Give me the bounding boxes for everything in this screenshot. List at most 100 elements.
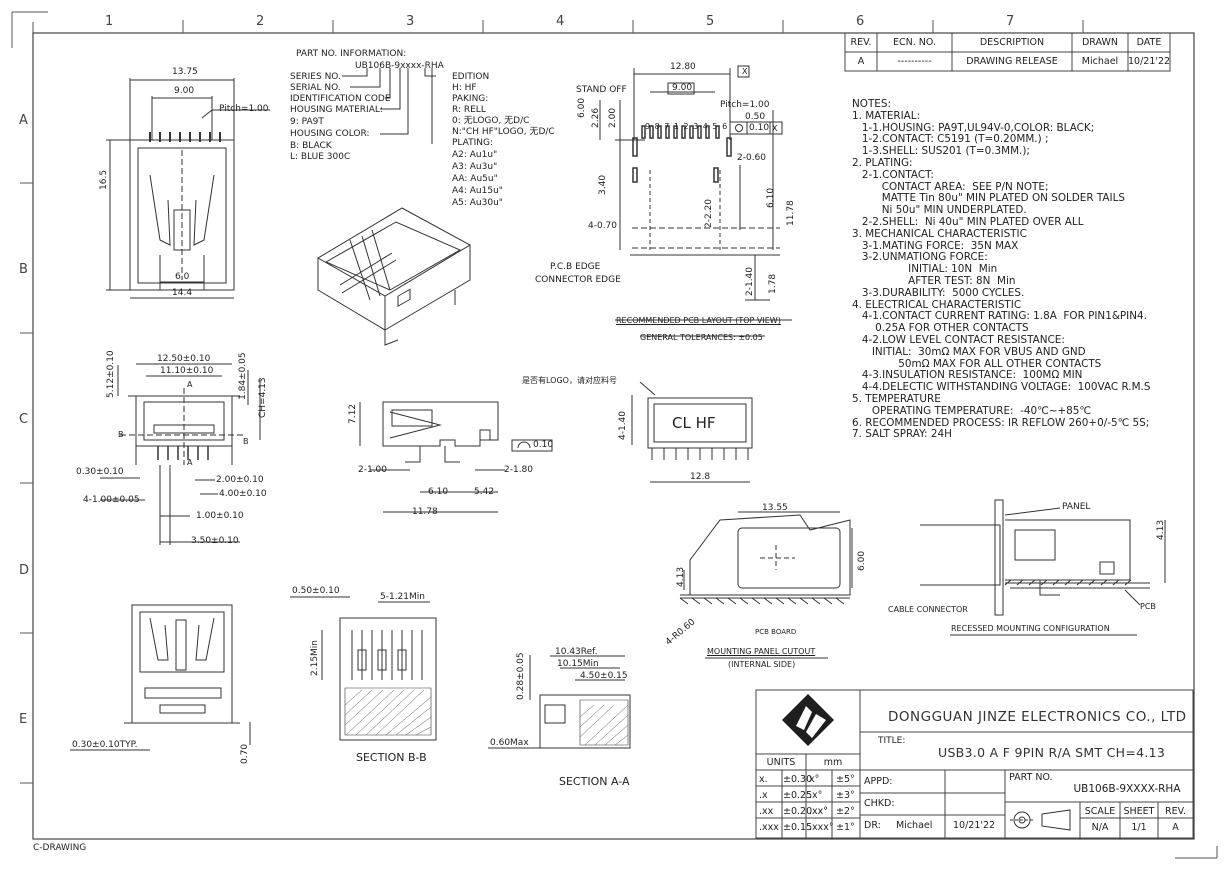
panel-cutout-drawing <box>679 511 853 659</box>
section-aa-drawing <box>488 655 631 749</box>
tol-row-0-b: ±0.30 <box>783 774 813 785</box>
side-dim-2-100: 2-1.00 <box>358 465 388 475</box>
part-info-left-7: L: BLUE 300C <box>290 152 351 162</box>
scale-label: SCALE <box>1084 806 1116 817</box>
part-info-right-5: N:"CH HF"LOGO, 无D/C <box>452 127 555 137</box>
section-aa-dim-1043: 10.43Ref. <box>555 647 598 657</box>
rev-header-ecn: ECN. NO. <box>892 37 936 48</box>
rev-value-drawn: Michael <box>1081 56 1119 67</box>
pcb-dim-2-140: 2-1.40 <box>745 266 755 296</box>
top-view-width-14: 14.4 <box>172 288 193 298</box>
logo-dim-140: 4-1.40 <box>618 410 628 440</box>
pcb-general-tolerance: GENERAL TOLERANCES: ±0.05 <box>640 333 763 342</box>
part-info-left-2: IDENTIFICATION CODE <box>290 94 391 104</box>
pcb-stand-off: STAND OFF <box>576 85 627 95</box>
column-label-1: 1 <box>105 14 114 29</box>
front-dim-350: 3.50±0.10 <box>191 536 239 546</box>
note-line: 4-2.LOW LEVEL CONTACT RESISTANCE: <box>852 333 1065 346</box>
side-flatness: 0.10 <box>533 440 554 450</box>
footer-label: C-DRAWING <box>33 843 87 853</box>
front-dim-ch: CH=4.13 <box>258 377 268 418</box>
units-value: mm <box>823 757 843 768</box>
part-info-left-3: HOUSING MATERIAL: <box>290 105 383 115</box>
section-aa-dim-060: 0.60Max <box>490 738 529 748</box>
tol-row-0-c: x° <box>809 774 820 785</box>
section-bb-dim-050: 0.50±0.10 <box>292 586 340 596</box>
logo-dim-128: 12.8 <box>690 472 711 482</box>
tol-row-1-d: ±3° <box>836 790 855 801</box>
top-view-width-outer: 13.75 <box>172 67 198 77</box>
tol-row-3-c: .xxx° <box>809 822 834 833</box>
note-line: 2-2.SHELL: Ni 40u" MIN PLATED OVER ALL <box>852 215 1084 228</box>
part-info-left-6: B: BLACK <box>290 141 332 151</box>
note-line: 0.25A FOR OTHER CONTACTS <box>852 322 1029 335</box>
tol-row-1-a: .x <box>759 790 768 801</box>
pcb-edge-label: P.C.B EDGE <box>550 262 601 272</box>
part-info-right-4: 0: 无LOGO, 无D/C <box>452 116 530 126</box>
note-line: 4-1.CONTACT CURRENT RATING: 1.8A FOR PIN… <box>852 310 1147 323</box>
part-info-right-0: EDITION <box>452 72 490 82</box>
dr-name: Michael <box>896 820 933 831</box>
note-line: 1-3.SHELL: SUS201 (T=0.3MM.); <box>852 145 1030 158</box>
recessed-mounting-drawing <box>920 499 1166 636</box>
part-info-left-4: 9: PA9T <box>290 117 324 127</box>
part-info-right-1: H: HF <box>452 83 477 93</box>
front-view-drawing <box>100 363 261 545</box>
note-line: NOTES: <box>852 98 891 110</box>
front-dim-400: 4.00±0.10 <box>219 489 267 499</box>
part-info-left-1: SERIAL NO. <box>290 83 341 93</box>
note-line: 3-1.MATING FORCE: 35N MAX <box>852 239 1019 252</box>
note-line: 3. MECHANICAL CHARACTERISTIC <box>852 227 1027 240</box>
dr-label: DR: <box>864 820 881 831</box>
note-line: 5. TEMPERATURE <box>852 392 941 405</box>
rev-header-description: DESCRIPTION <box>979 37 1045 48</box>
panel-pcb-board-label: PCB BOARD <box>755 628 797 636</box>
pcb-dim-610: 6.10 <box>766 187 776 208</box>
part-info-right-8: A3: Au3u" <box>452 162 498 172</box>
section-mark-a-top: A <box>187 380 193 389</box>
side-dim-1178: 11.78 <box>412 507 438 517</box>
pcb-dim-4-070: 4-0.70 <box>588 221 618 231</box>
note-line: Ni 50u" MIN UNDERPLATED. <box>852 204 1027 217</box>
rev-header-rev: REV. <box>850 37 872 48</box>
column-label-3: 3 <box>406 14 415 29</box>
top-view-height: 16.5 <box>99 169 109 190</box>
row-label-e: E <box>19 712 28 727</box>
logo-note: 是否有LOGO，请对应料号 <box>522 376 617 385</box>
front-dim-184: 1.84±0.05 <box>238 352 248 400</box>
company-logo <box>782 694 834 746</box>
bottom-view-drawing <box>70 604 251 751</box>
pcb-pitch: Pitch=1.00 <box>720 100 770 110</box>
row-label-a: A <box>19 113 28 128</box>
part-info-right-6: PLATING: <box>452 138 493 148</box>
top-view-pitch: Pitch=1.00 <box>219 104 269 114</box>
column-label-5: 5 <box>706 14 715 29</box>
recessed-caption: RECESSED MOUNTING CONFIGURATION <box>951 624 1110 633</box>
note-line: CONTACT AREA: SEE P/N NOTE; <box>852 180 1049 193</box>
note-line: 3-2.UNMATIONG FORCE: <box>852 251 988 264</box>
note-line: INITIAL: 10N Min <box>852 263 998 276</box>
bottom-dim-030: 0.30±0.10TYP. <box>72 740 138 750</box>
rev-value-date: 10/21'22 <box>1128 56 1171 67</box>
projection-symbol-icon <box>1010 809 1071 831</box>
part-info-right-9: AA: Au5u" <box>452 174 498 184</box>
column-label-6: 6 <box>856 14 865 29</box>
units-label: UNITS <box>766 757 796 768</box>
rev-value-rev: A <box>857 56 865 67</box>
side-dim-2-180: 2-1.80 <box>504 465 534 475</box>
note-line: AFTER TEST: 8N Min <box>852 274 1016 287</box>
sheet-label: SHEET <box>1123 806 1155 817</box>
front-dim-512: 5.12±0.10 <box>106 350 116 398</box>
rev-value-ecn: ---------- <box>897 56 932 67</box>
section-aa-dim-028: 0.28±0.05 <box>516 652 526 700</box>
pcb-dim-200: 2.00 <box>608 107 618 128</box>
part-no-value: UB106B-9XXXX-RHA <box>1073 783 1181 795</box>
part-no-label: PART NO. <box>1009 772 1053 783</box>
rev-value-description: DRAWING RELEASE <box>966 56 1058 67</box>
row-label-b: B <box>19 262 28 277</box>
part-info-right-2: PAKING: <box>452 94 489 104</box>
note-line: 4-4.DELECTIC WITHSTANDING VOLTAGE: 100VA… <box>852 381 1151 394</box>
part-info-code: UB106B-9xxxx-RHA <box>355 61 444 71</box>
pcb-datum-x: X <box>742 67 748 76</box>
